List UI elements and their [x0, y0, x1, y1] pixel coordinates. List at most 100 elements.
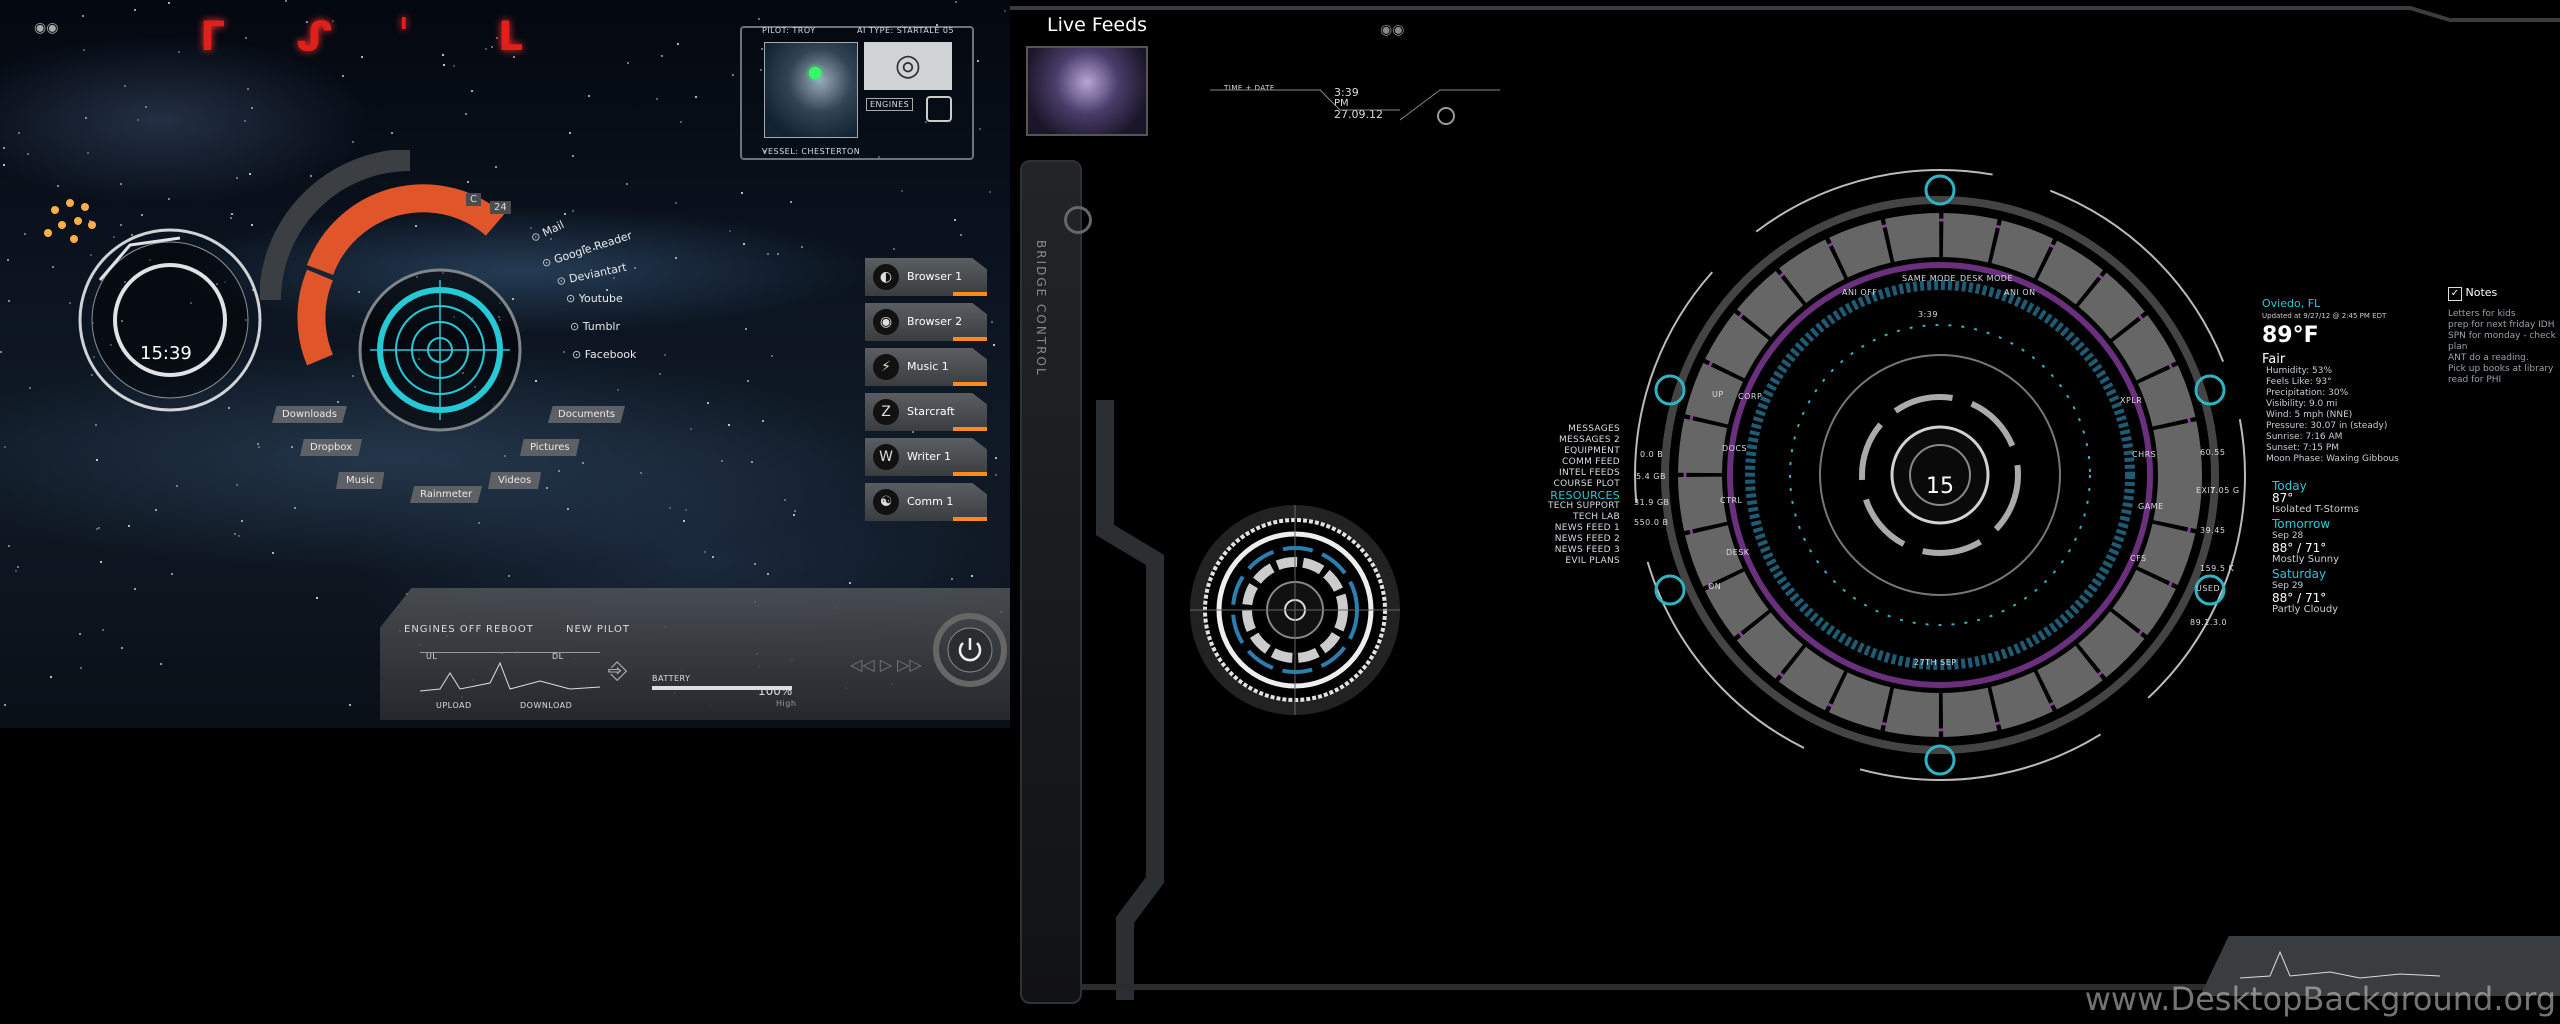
reboot-button[interactable]: REBOOT — [486, 624, 534, 635]
star — [390, 132, 393, 135]
launcher-tile[interactable]: ◐Browser 1 — [865, 258, 987, 296]
menu-tech-support[interactable]: TECH SUPPORT — [1547, 501, 1620, 511]
media-controls-icon[interactable]: ◁◁ ▷ ▷▷ — [850, 655, 922, 674]
left-desktop-panel: ◉◉ ᒥ ᔑ ı ᒪ 15:39 C 24 Mail Google Reader — [0, 0, 1010, 728]
folder-pictures[interactable]: Pictures — [520, 439, 580, 456]
menu-tech-lab[interactable]: TECH LAB — [1572, 512, 1620, 522]
folder-documents[interactable]: Documents — [548, 406, 626, 423]
hud-exit[interactable]: EXIT — [2196, 486, 2216, 495]
launcher-label: Music 1 — [907, 360, 949, 373]
app-icon: ◉ — [873, 309, 899, 335]
window-controls-icon[interactable]: ◉◉ — [34, 20, 59, 36]
star — [229, 217, 232, 220]
menu-comm-feed[interactable]: COMM FEED — [1562, 457, 1620, 467]
hud-game[interactable]: GAME — [2138, 502, 2164, 511]
hud-desk[interactable]: DESK — [1726, 548, 1750, 557]
star — [569, 131, 572, 134]
forecast-temps: 88° / 71° — [2272, 541, 2327, 555]
note-item: ANT do a reading. — [2448, 353, 2529, 363]
menu-news-feed-2[interactable]: NEWS FEED 2 — [1554, 534, 1620, 544]
hud-up[interactable]: UP — [1712, 390, 1724, 399]
star — [503, 455, 506, 458]
folder-dropbox[interactable]: Dropbox — [300, 439, 363, 456]
menu-news-feed-3[interactable]: NEWS FEED 3 — [1554, 545, 1620, 555]
folder-downloads[interactable]: Downloads — [272, 406, 347, 423]
folder-music[interactable]: Music — [336, 472, 385, 489]
hud-same-mode[interactable]: SAME MODE — [1902, 274, 1957, 283]
star — [167, 2, 170, 5]
top-frame — [1010, 0, 2560, 40]
hud-corp[interactable]: CORP — [1738, 392, 1763, 401]
clock-widget — [78, 228, 262, 412]
bridge-gear-icon[interactable] — [1064, 206, 1092, 234]
power-button[interactable] — [930, 610, 1010, 690]
new-pilot-button[interactable]: NEW PILOT — [566, 624, 631, 635]
hud-ctrl[interactable]: CTRL — [1720, 496, 1743, 505]
star — [121, 319, 124, 322]
disk-value-3: 31.9 GB — [1634, 498, 1670, 507]
star — [566, 508, 569, 511]
star — [465, 112, 468, 115]
folder-videos[interactable]: Videos — [488, 472, 542, 489]
note-item: SPN for monday - check plan — [2448, 331, 2556, 352]
launcher-accent-bar — [953, 517, 987, 521]
link-youtube[interactable]: Youtube — [566, 292, 623, 305]
engines-button[interactable]: ENGINES — [866, 98, 914, 111]
launcher-tile[interactable]: ⚡Music 1 — [865, 348, 987, 386]
power-square-icon[interactable] — [926, 96, 952, 122]
menu-news-feed-1[interactable]: NEWS FEED 1 — [1554, 523, 1620, 533]
badge-count[interactable]: 24 — [490, 201, 511, 214]
menu-resources[interactable]: RESOURCES — [1550, 489, 1620, 502]
star — [237, 534, 240, 537]
live-feed-thumbnail[interactable] — [1026, 46, 1148, 136]
star — [119, 182, 122, 185]
star — [496, 37, 499, 40]
hud-xplr[interactable]: XPLR — [2120, 396, 2143, 405]
hud-chrs[interactable]: CHRS — [2132, 450, 2157, 459]
link-deviantart[interactable]: Deviantart — [555, 261, 628, 289]
window-controls-icon[interactable]: ◉◉ — [1380, 22, 1405, 38]
hud-ani-on[interactable]: ANI ON — [2004, 288, 2036, 297]
battery-level: High — [776, 699, 797, 708]
link-facebook[interactable]: Facebook — [572, 348, 637, 361]
menu-messages-2[interactable]: MESSAGES 2 — [1558, 435, 1620, 445]
badge-c[interactable]: C — [466, 193, 481, 206]
launcher-tile[interactable]: ☯Comm 1 — [865, 483, 987, 521]
menu-course-plot[interactable]: COURSE PLOT — [1553, 479, 1620, 489]
hud-on[interactable]: ON — [1708, 582, 1722, 591]
menu-equipment[interactable]: EQUIPMENT — [1564, 446, 1620, 456]
star — [660, 55, 663, 58]
hud-ani-off[interactable]: ANI OFF — [1842, 288, 1878, 297]
weather-detail: Sunset: 7:15 PM — [2266, 443, 2340, 453]
star — [878, 156, 881, 159]
hud-cfs[interactable]: CFS — [2130, 554, 2147, 563]
clock-time: 15:39 — [140, 343, 192, 364]
forecast-condition: Partly Cloudy — [2272, 604, 2339, 615]
engines-off-button[interactable]: ENGINES OFF — [404, 624, 483, 635]
menu-intel-feeds[interactable]: INTEL FEEDS — [1559, 468, 1620, 478]
star — [912, 431, 915, 434]
menu-messages[interactable]: MESSAGES — [1568, 424, 1620, 434]
menu-evil-plans[interactable]: EVIL PLANS — [1565, 556, 1620, 566]
star — [572, 155, 575, 158]
forecast-day-name: Saturday — [2272, 567, 2327, 581]
lower-gauge — [1190, 505, 1400, 715]
star — [892, 248, 895, 251]
star — [704, 551, 707, 554]
hud-used[interactable]: USED — [2196, 584, 2221, 593]
star — [137, 118, 140, 121]
hud-docs[interactable]: DOCS — [1722, 444, 1748, 453]
link-tumblr[interactable]: Tumblr — [570, 320, 620, 333]
red-glyph-icon: ᒥ — [200, 14, 226, 60]
hud-desk-mode[interactable]: DESK MODE — [1960, 274, 2013, 283]
star — [99, 560, 102, 563]
launcher-tile[interactable]: ◉Browser 2 — [865, 303, 987, 341]
star — [742, 243, 745, 246]
star — [1003, 10, 1006, 13]
star — [285, 0, 288, 3]
folder-rainmeter[interactable]: Rainmeter — [410, 486, 483, 503]
star — [792, 513, 795, 516]
star — [745, 328, 748, 331]
